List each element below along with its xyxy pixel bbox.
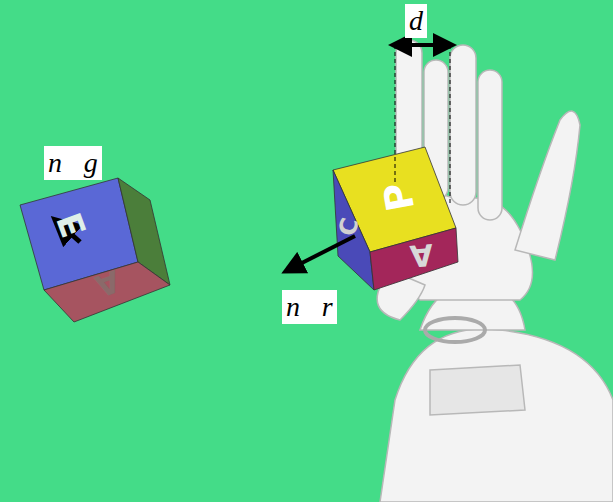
held-cube — [333, 147, 458, 290]
cube-letter: A — [409, 239, 435, 271]
goal-cube — [20, 178, 170, 322]
vector-label: n⃗g — [44, 146, 102, 180]
vector-label: n⃗r — [282, 290, 337, 324]
vector-n-r — [292, 236, 355, 268]
dimension-label: d — [405, 4, 427, 38]
